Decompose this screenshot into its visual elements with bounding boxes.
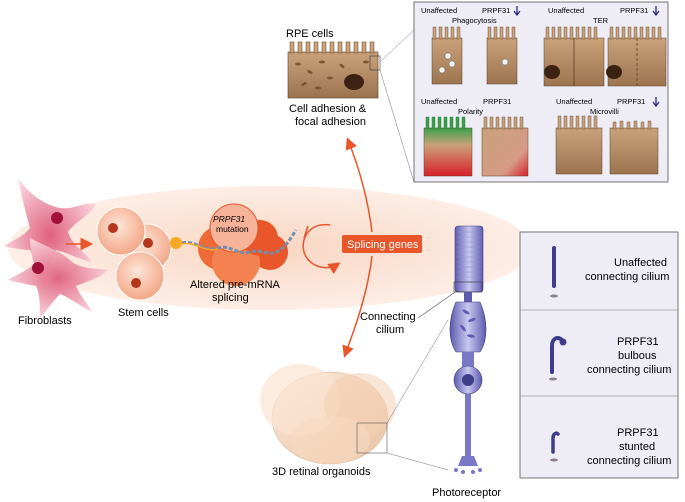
bulbous-cilium-label-3: connecting cilium [587, 364, 671, 376]
rpe-cell-layer [287, 41, 381, 99]
ter-prpf31-label: PRPF31 [620, 6, 648, 15]
bulbous-cilium-label-2: bulbous [618, 350, 657, 362]
stunted-cilium-label-2: stunted [619, 441, 655, 453]
phagocytosis-label: Phagocytosis [452, 16, 497, 25]
spliceosome-complex [170, 203, 298, 286]
phago-prpf31-label: PRPF31 [482, 6, 510, 15]
stunted-cilium-label-3: connecting cilium [587, 455, 671, 467]
ter-prpf31-cells [606, 26, 667, 87]
down-arrow-icon [513, 6, 521, 17]
phagocytosis-unaffected-cell [431, 26, 463, 85]
phagocytosis-prpf31-cell [486, 26, 518, 85]
stunted-cilium-icon [550, 431, 560, 462]
pre-mrna-strand [181, 229, 298, 255]
ter-unaffected-cells [543, 26, 605, 87]
arrow-to-rpe [345, 137, 373, 233]
polarity-prpf31-label: PRPF31 [483, 97, 511, 106]
stem-cells-label: Stem cells [118, 307, 169, 319]
microvilli-label: Microvilli [590, 107, 619, 116]
cilium-phenotype-panel [519, 231, 679, 479]
altered-splicing-label-1: Altered pre-mRNA [190, 279, 281, 291]
microvilli-prpf31-cell [609, 120, 659, 175]
phago-unaffected-label: Unaffected [421, 6, 457, 15]
photoreceptor-label: Photoreceptor [432, 487, 501, 499]
polarity-unaffected-cell [423, 116, 473, 177]
polarity-label: Polarity [458, 107, 483, 116]
fibroblast-cells [4, 178, 108, 318]
ter-label: TER [593, 16, 609, 25]
bulbous-cilium-label-1: PRPF31 [617, 336, 659, 348]
unaffected-cilium-icon [550, 246, 558, 298]
microvilli-unaffected-label: Unaffected [556, 97, 592, 106]
altered-splicing-label-2: splicing [212, 292, 249, 304]
rpe-cells-label: RPE cells [286, 28, 334, 40]
connecting-cilium-label-1: Connecting [360, 311, 416, 323]
unaffected-cilium-label-2: connecting cilium [585, 271, 669, 283]
connecting-cilium-label-2: cilium [376, 324, 404, 336]
retinal-organoids-label: 3D retinal organoids [272, 466, 371, 478]
bulbous-cilium-icon [549, 336, 567, 381]
splicing-genes-label: Splicing genes [347, 239, 419, 251]
polarity-prpf31-cell [481, 116, 529, 177]
down-arrow-icon [652, 6, 660, 17]
stunted-cilium-label-1: PRPF31 [617, 427, 659, 439]
down-arrow-icon [652, 97, 660, 108]
cycle-arrow-icon [302, 223, 341, 274]
fibroblasts-label: Fibroblasts [18, 315, 72, 327]
unaffected-cilium-label-1: Unaffected [614, 257, 667, 269]
cell-adhesion-label-1: Cell adhesion & [289, 103, 367, 115]
splicing-genes-box [342, 235, 422, 253]
polarity-unaffected-label: Unaffected [421, 97, 457, 106]
photoreceptor-cell [449, 225, 487, 474]
ter-unaffected-label: Unaffected [548, 6, 584, 15]
microvilli-unaffected-cell [555, 115, 603, 175]
prpf31-mutation-label: mutation [216, 224, 249, 234]
microvilli-prpf31-label: PRPF31 [617, 97, 645, 106]
prpf31-mutation-name: PRPF31 [213, 214, 245, 224]
arrow-to-organoids [342, 255, 373, 358]
cell-adhesion-label-2: focal adhesion [295, 116, 366, 128]
stem-cells-cluster [96, 206, 172, 301]
retinal-organoid [260, 364, 396, 465]
